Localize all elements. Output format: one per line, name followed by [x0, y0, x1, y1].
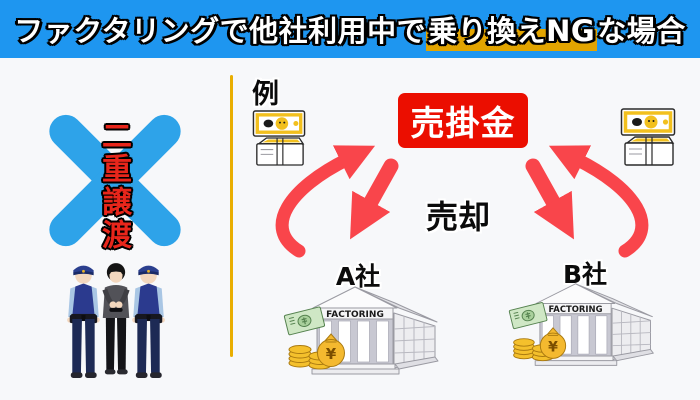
handcuffs-icon — [109, 307, 123, 312]
cash-icon — [508, 302, 548, 330]
money-bag-icon: ¥ — [539, 327, 567, 359]
svg-text:¥: ¥ — [548, 339, 558, 355]
bank-building-icon — [311, 286, 439, 375]
company-a-label: A社 — [335, 262, 381, 291]
cash-stack-icon — [252, 110, 306, 166]
company-b-label: B社 — [562, 260, 608, 289]
police-arrest-illustration — [67, 263, 165, 378]
company-b-illustration: FACTORING ¥ — [508, 283, 654, 366]
receivable-badge: 売掛金 — [398, 93, 528, 148]
money-bag-icon: ¥ — [317, 333, 345, 367]
page-title: ファクタリングで他社利用中で乗り換えNGな場合 — [14, 8, 686, 51]
company-a-illustration: FACTORING ¥ — [283, 286, 439, 375]
double-transfer-label: 二重譲渡 — [96, 120, 131, 252]
factoring-sign: FACTORING — [549, 304, 603, 314]
example-label: 例 — [252, 79, 279, 110]
title-suffix: な場合 — [597, 14, 686, 48]
title-prefix: ファクタリングで他社利用中で — [14, 14, 427, 48]
title-highlight: 乗り換えNG — [426, 14, 598, 51]
svg-text:¥: ¥ — [326, 345, 337, 363]
straight-arrow-to-company-a — [350, 158, 399, 240]
curved-arrow-a-to-receivable — [275, 145, 376, 258]
curved-arrow-b-to-receivable — [548, 145, 649, 258]
cash-icon — [283, 306, 326, 336]
arrested-man-icon — [102, 263, 130, 375]
straight-arrow-to-company-b — [525, 158, 574, 240]
cash-stack-icon — [620, 108, 676, 166]
factoring-sign: FACTORING — [326, 310, 384, 320]
header-banner: ファクタリングで他社利用中で乗り換えNGな場合 — [0, 0, 700, 58]
sale-label: 売却 — [426, 198, 491, 236]
section-divider — [230, 75, 233, 357]
